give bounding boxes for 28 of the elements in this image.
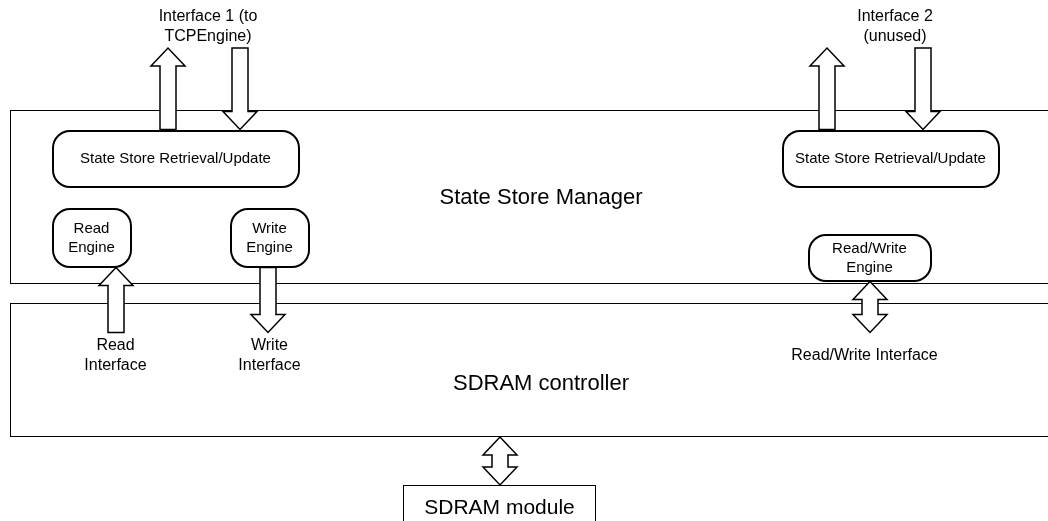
interface-label: Read Interface — [83, 334, 148, 375]
block-arrow — [97, 266, 135, 334]
double-block-arrow — [851, 280, 889, 334]
interface-label: Read/Write Interface — [791, 344, 938, 365]
module-label: Write Engine — [245, 218, 294, 257]
module-box — [781, 129, 1000, 188]
module-box — [51, 129, 300, 188]
block-arrow — [808, 46, 846, 131]
block-arrow — [904, 47, 942, 131]
module-box — [51, 207, 132, 268]
double-block-arrow — [481, 435, 519, 487]
system-block — [10, 110, 1048, 284]
block-title: SDRAM controller — [451, 369, 630, 397]
block-arrow — [249, 266, 287, 334]
module-label: State Store Retrieval/Update — [794, 149, 987, 168]
module-label: State Store Retrieval/Update — [79, 149, 272, 168]
module-label: SDRAM module — [423, 494, 576, 520]
module-label: Read/Write Engine — [831, 238, 908, 277]
block-title: State Store Manager — [438, 183, 644, 211]
block-arrow — [149, 46, 187, 131]
system-block — [10, 303, 1048, 437]
block-arrow — [221, 47, 259, 131]
interface-label: Interface 1 (to TCPEngine) — [157, 6, 259, 46]
interface-label: Interface 2 (unused) — [856, 6, 934, 46]
module-box — [807, 233, 932, 282]
module-box — [229, 207, 310, 268]
module-label: Read Engine — [67, 218, 116, 257]
interface-label: Write Interface — [237, 334, 302, 375]
